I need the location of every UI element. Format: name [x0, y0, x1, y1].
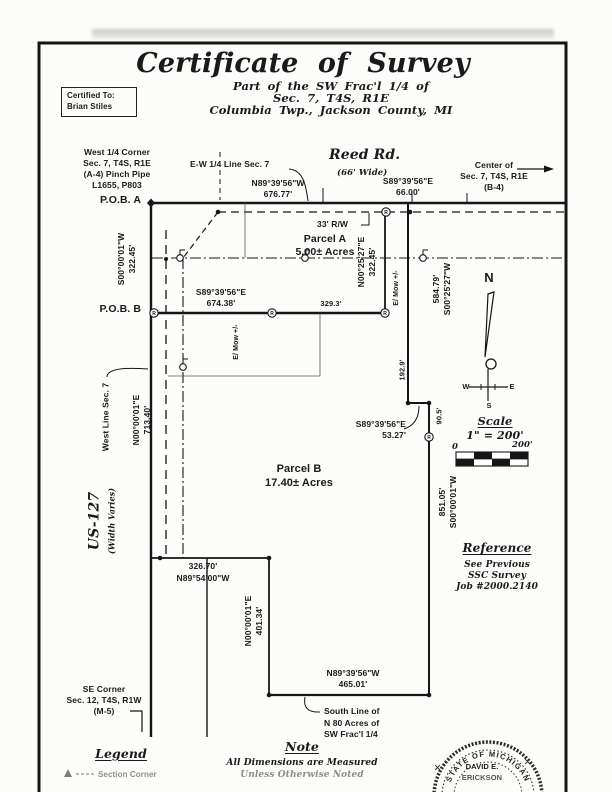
- rod-letter: R: [383, 311, 387, 317]
- scan-shadow: [92, 29, 554, 39]
- center-corner-note: Center of Sec. 7, T4S, R1E (B-4): [460, 160, 528, 192]
- scale-title: Scale: [477, 414, 513, 428]
- found-pipe-markers: [176, 249, 428, 371]
- seal-name-line2: ERICKSON: [461, 773, 503, 782]
- pob-a-monument-icon: [147, 198, 155, 208]
- subtitle-line3: Columbia Twp., Jackson County, MI: [209, 103, 453, 117]
- reference-line3: Job #2000.2140: [456, 582, 538, 592]
- west-line-label: West Line Sec. 7: [100, 382, 111, 452]
- subtitle-line1: Part of the SW Frac'l 1/4 of: [233, 79, 429, 93]
- dim-90: 90.5': [434, 407, 444, 425]
- reed-rd-width: (66' Wide): [337, 168, 388, 178]
- rod-letter: R: [427, 435, 431, 441]
- compass-s: S: [486, 401, 492, 410]
- set-point-dots: [157, 209, 432, 698]
- found-rod-markers: R R R R R: [149, 207, 434, 442]
- certified-to-box: Certified To: Brian Stiles: [61, 87, 137, 117]
- rod-letter: R: [270, 311, 274, 317]
- dim-east-584: 584.79'S00°25'27"W: [431, 262, 452, 316]
- se-corner-note: SE Corner Sec. 12, T4S, R1W (M-5): [66, 684, 142, 716]
- leader-south-line: [304, 696, 321, 713]
- certified-to-name: Brian Stiles: [67, 102, 113, 111]
- scale-zero: 0: [452, 442, 459, 452]
- scale-bar: [455, 451, 529, 467]
- dim-south-326: 326.70'N89°54'00"W: [176, 561, 230, 583]
- legend-symbol-section-corner: [64, 769, 94, 777]
- pob-a-label: P.O.B. A: [99, 194, 141, 206]
- dim-329: 329.3': [320, 299, 342, 308]
- reed-rd-label: Reed Rd.: [329, 147, 401, 163]
- leader-33rw-bracket: [361, 213, 370, 226]
- note-line1: All Dimensions are Measured: [226, 758, 378, 768]
- note-line2: Unless Otherwise Noted: [240, 770, 364, 780]
- page-title: Certificate of Survey: [136, 48, 470, 79]
- seal-side-marks: [434, 758, 531, 771]
- us127-label: US-127: [86, 491, 103, 551]
- certified-to-label: Certified To:: [67, 91, 115, 100]
- reference-line1: See Previous: [464, 560, 530, 570]
- dim-192: 192.9': [397, 359, 407, 381]
- seal-name-line1: DAVID E.: [465, 762, 499, 771]
- subtitle-line2: Sec. 7, T4S, R1E: [272, 91, 390, 105]
- line-mow-edge: [168, 203, 321, 377]
- line-rw-diagonal: [182, 211, 219, 259]
- leader-ew-line: [288, 168, 309, 202]
- dimension-ticks: [322, 188, 468, 203]
- mow-label-2: E/ Mow +/-: [232, 324, 240, 360]
- scale-max: 200': [512, 440, 533, 450]
- rw-33-label: 33' R/W: [317, 219, 349, 229]
- ew-quarter-line-label: E-W 1/4 Line Sec. 7: [190, 159, 270, 169]
- pob-b-label: P.O.B. B: [99, 303, 141, 315]
- rod-letter: R: [384, 210, 388, 216]
- dim-east-851: 851.05'S00°00'01"W: [437, 475, 458, 529]
- compass-e: E: [509, 382, 515, 391]
- leader-west-line: [106, 367, 149, 378]
- note-title: Note: [285, 739, 319, 754]
- page-border: [37, 41, 568, 792]
- center-arrow-head: [544, 165, 554, 173]
- compass-w: W: [462, 382, 470, 391]
- legend-item-section-corner: Section Corner: [98, 770, 157, 779]
- leader-se-corner-bracket: [130, 710, 143, 732]
- rod-letter: R: [152, 311, 156, 317]
- reference-title: Reference: [462, 541, 532, 555]
- reference-line2: SSC Survey: [467, 571, 527, 581]
- us127-width: (Width Varies): [106, 487, 117, 555]
- leader-jog-53: [403, 405, 420, 430]
- mow-label-1: E/ Mow +/-: [392, 270, 400, 306]
- south-line-note: South Line of N 80 Acres of SW Frac'l 1/…: [324, 706, 380, 739]
- compass-n: N: [484, 270, 494, 285]
- scale-ratio: 1" = 200': [466, 429, 524, 442]
- legend-title: Legend: [95, 746, 147, 761]
- west-quarter-corner-note: West 1/4 Corner Sec. 7, T4S, R1E (A-4) P…: [83, 147, 151, 190]
- north-arrow-icon: [469, 291, 508, 401]
